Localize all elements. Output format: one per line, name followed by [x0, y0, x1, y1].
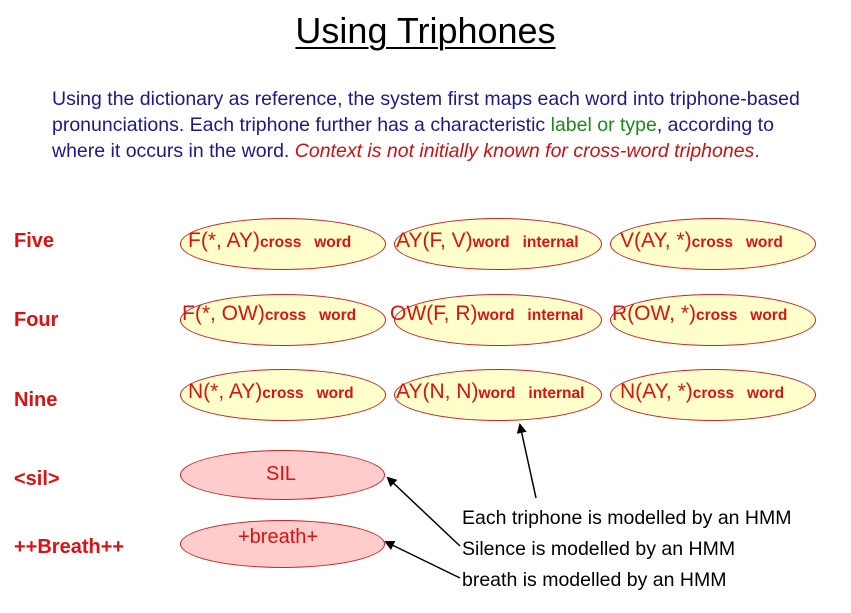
- intro-end: .: [754, 140, 760, 162]
- triphone-ellipse: [610, 294, 816, 346]
- triphone-label: AY(N, N)word internal: [396, 380, 585, 403]
- arrow-triphone: [516, 423, 537, 499]
- arrow-breath: [384, 541, 461, 579]
- note-triphone: Each triphone is modelled by an HMM: [462, 507, 792, 529]
- triphone-ellipse: [180, 218, 386, 270]
- breath-label: +breath+: [238, 526, 319, 548]
- intro-red-text: Context is not initially known for cross…: [294, 140, 755, 162]
- triphone-label: F(*, AY)cross word: [188, 229, 352, 252]
- triphone-label: AY(F, V)word internal: [396, 229, 579, 252]
- sil-label: SIL: [266, 463, 297, 485]
- triphone-ellipse: [180, 369, 386, 421]
- word-four: Four: [14, 309, 59, 331]
- intro-text-1: Using the dictionary as reference, the s…: [52, 88, 800, 136]
- arrow-silence: [386, 476, 461, 547]
- triphone-label: N(*, AY)cross word: [188, 380, 354, 403]
- triphone-label: F(*, OW)cross word: [182, 302, 357, 325]
- triphone-ellipse: [394, 294, 602, 346]
- note-silence: Silence is modelled by an HMM: [462, 538, 736, 560]
- sil-ellipse: [180, 450, 385, 500]
- triphone-label: N(AY, *)cross word: [620, 380, 785, 403]
- intro-text-2: , according to where it occurs in the wo…: [52, 114, 774, 162]
- word-nine: Nine: [14, 389, 58, 411]
- intro-paragraph: Using the dictionary as reference, the s…: [52, 86, 832, 164]
- slide-title: Using Triphones: [295, 10, 556, 51]
- triphone-ellipse: [610, 218, 816, 270]
- word-breath: ++Breath++: [14, 536, 125, 558]
- word-sil: <sil>: [14, 468, 60, 490]
- triphone-ellipse: [394, 369, 602, 421]
- note-breath: breath is modelled by an HMM: [462, 569, 727, 591]
- triphone-label: OW(F, R)word internal: [390, 302, 584, 325]
- triphone-label: R(OW, *)cross word: [612, 302, 788, 325]
- triphone-label: V(AY, *)cross word: [620, 229, 783, 252]
- triphone-ellipse: [610, 369, 816, 421]
- intro-green-text: label or type: [550, 114, 657, 136]
- word-five: Five: [14, 230, 55, 252]
- triphone-ellipse: [394, 218, 602, 270]
- breath-ellipse: [180, 520, 385, 568]
- triphone-ellipse: [180, 294, 386, 346]
